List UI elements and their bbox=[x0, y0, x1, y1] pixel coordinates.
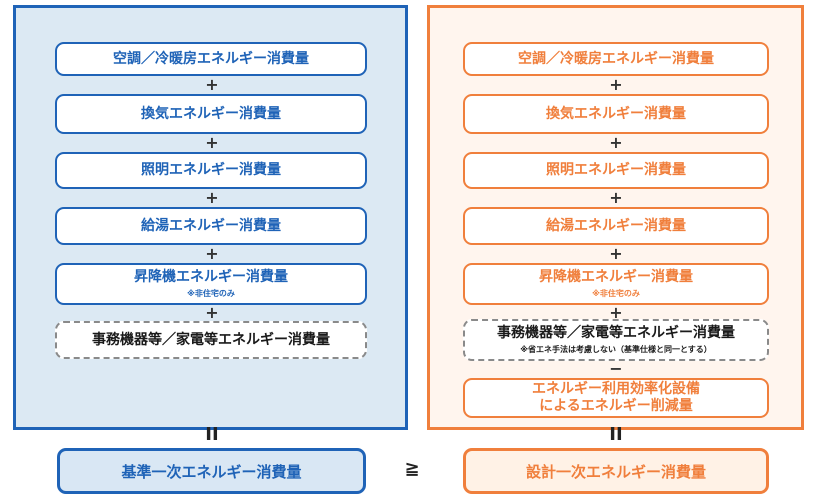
left-lighting-energy-label: 照明エネルギー消費量 bbox=[141, 162, 281, 179]
standard-primary-energy-label: 基準一次エネルギー消費量 bbox=[121, 462, 302, 481]
right-plus-1: + bbox=[609, 75, 623, 94]
right-efficiency-reduction-line1: エネルギー利用効率化設備 bbox=[532, 381, 700, 398]
right-office-equipment-energy-box: 事務機器等／家電等エネルギー消費量 ※省エネ手法は考慮しない（基準仕様と同一とす… bbox=[463, 319, 769, 361]
right-plus-4: + bbox=[609, 244, 623, 263]
right-elevator-note: ※非住宅のみ bbox=[592, 289, 640, 299]
right-ventilation-energy-label: 換気エネルギー消費量 bbox=[546, 105, 686, 122]
greater-or-equal-sign: ≧ bbox=[404, 458, 420, 479]
design-primary-energy-box: 設計一次エネルギー消費量 bbox=[463, 448, 769, 494]
right-minus: − bbox=[609, 359, 623, 378]
right-ventilation-energy-box: 換気エネルギー消費量 bbox=[463, 94, 769, 134]
left-equals-sign: II bbox=[205, 424, 219, 445]
right-hvac-energy-box: 空調／冷暖房エネルギー消費量 bbox=[463, 42, 769, 76]
right-efficiency-reduction-line2: によるエネルギー削減量 bbox=[539, 398, 693, 414]
right-equals-sign: II bbox=[609, 424, 623, 445]
left-office-equipment-energy-box: 事務機器等／家電等エネルギー消費量 bbox=[55, 321, 367, 359]
right-plus-5: + bbox=[609, 303, 623, 322]
right-lighting-energy-box: 照明エネルギー消費量 bbox=[463, 152, 769, 189]
left-plus-1: + bbox=[205, 75, 219, 94]
left-plus-5: + bbox=[205, 303, 219, 322]
left-lighting-energy-box: 照明エネルギー消費量 bbox=[55, 152, 367, 189]
left-hvac-energy-box: 空調／冷暖房エネルギー消費量 bbox=[55, 42, 367, 76]
design-primary-energy-label: 設計一次エネルギー消費量 bbox=[525, 462, 706, 481]
left-elevator-note: ※非住宅のみ bbox=[187, 289, 235, 299]
standard-primary-energy-box: 基準一次エネルギー消費量 bbox=[57, 448, 366, 494]
left-hot-water-energy-box: 給湯エネルギー消費量 bbox=[55, 207, 367, 245]
right-plus-2: + bbox=[609, 133, 623, 152]
right-office-equipment-note: ※省エネ手法は考慮しない（基準仕様と同一とする） bbox=[520, 345, 712, 355]
right-hot-water-energy-box: 給湯エネルギー消費量 bbox=[463, 207, 769, 245]
left-plus-3: + bbox=[205, 188, 219, 207]
right-efficiency-reduction-box: エネルギー利用効率化設備 によるエネルギー削減量 bbox=[463, 378, 769, 418]
left-office-equipment-energy-label: 事務機器等／家電等エネルギー消費量 bbox=[92, 331, 330, 348]
left-elevator-energy-label: 昇降機エネルギー消費量 bbox=[134, 269, 288, 286]
right-office-equipment-energy-label: 事務機器等／家電等エネルギー消費量 bbox=[497, 325, 735, 342]
right-plus-3: + bbox=[609, 188, 623, 207]
right-hvac-energy-label: 空調／冷暖房エネルギー消費量 bbox=[518, 50, 714, 67]
right-hot-water-energy-label: 給湯エネルギー消費量 bbox=[546, 217, 686, 234]
left-hot-water-energy-label: 給湯エネルギー消費量 bbox=[141, 217, 281, 234]
left-ventilation-energy-label: 換気エネルギー消費量 bbox=[141, 105, 281, 122]
left-ventilation-energy-box: 換気エネルギー消費量 bbox=[55, 94, 367, 134]
right-lighting-energy-label: 照明エネルギー消費量 bbox=[546, 162, 686, 179]
right-elevator-energy-box: 昇降機エネルギー消費量 ※非住宅のみ bbox=[463, 263, 769, 305]
left-hvac-energy-label: 空調／冷暖房エネルギー消費量 bbox=[113, 50, 309, 67]
left-plus-2: + bbox=[205, 133, 219, 152]
right-elevator-energy-label: 昇降機エネルギー消費量 bbox=[539, 269, 693, 286]
left-elevator-energy-box: 昇降機エネルギー消費量 ※非住宅のみ bbox=[55, 263, 367, 305]
left-plus-4: + bbox=[205, 244, 219, 263]
